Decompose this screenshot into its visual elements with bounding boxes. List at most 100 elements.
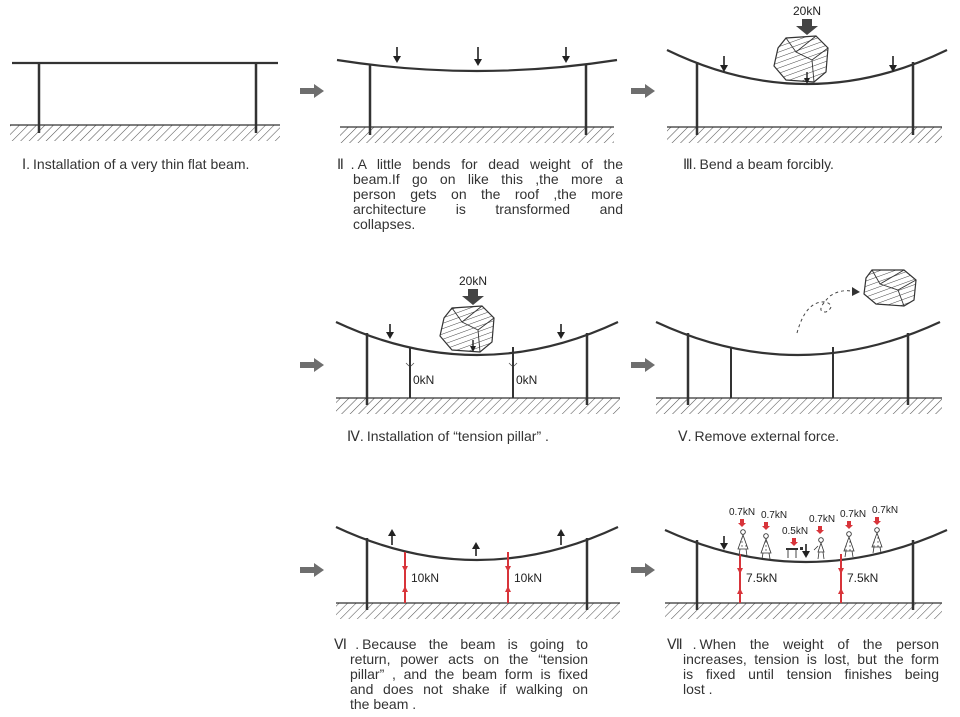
rock-load-arrow <box>796 19 818 35</box>
caption-step-5-num: Ⅴ. <box>678 428 692 444</box>
person-icon: 0.7kN <box>809 514 835 560</box>
rock-load-label: 20kN <box>793 4 821 18</box>
bend-arrow <box>557 324 565 339</box>
caption-step-7-line-3: is fixed until tension finishes being <box>683 666 939 682</box>
person-load-arrow <box>762 522 770 530</box>
caption-step-6: Ⅵ.Because the beam is going to return, p… <box>334 637 588 712</box>
caption-step-7: Ⅶ.When the weight of the person increase… <box>667 637 939 697</box>
caption-step-4: Ⅳ.Installation of “tension pillar” . <box>347 429 627 444</box>
step-arrow <box>300 358 324 372</box>
beam <box>655 321 941 357</box>
rock-icon <box>863 269 917 307</box>
caption-step-1-num: Ⅰ. <box>22 156 31 172</box>
beam <box>335 321 619 357</box>
caption-step-2-line-5: collapses. <box>353 216 416 232</box>
return-arrow <box>557 529 565 545</box>
beam <box>335 526 619 562</box>
caption-step-2: Ⅱ.A little bends for dead weight of the … <box>337 157 623 232</box>
caption-step-7-num: Ⅶ. <box>667 636 697 652</box>
panel-4-tension-pillar: 20kN 0kN 0kN <box>335 274 620 414</box>
caption-step-2-line-4: architecture is transformed and <box>353 201 623 217</box>
pillar-tick-marks <box>405 362 518 367</box>
panel-1-flat-beam <box>10 61 280 141</box>
caption-step-6-line-1: Ⅵ.Because the beam is going to <box>334 636 588 652</box>
caption-step-1-text: Installation of a very thin flat beam. <box>33 156 250 172</box>
person-load-arrow <box>816 526 824 534</box>
rock-contact-arrow <box>804 72 810 84</box>
person-icon: 0.7kN <box>760 510 787 560</box>
tension-arrows-right <box>838 568 844 594</box>
caption-step-5: Ⅴ.Remove external force. <box>678 429 938 444</box>
rock-icon <box>773 35 829 83</box>
caption-step-6-line-4: and does not shake if walking on <box>350 681 588 697</box>
caption-step-6-line-3: pillar” , and the beam form is fixed <box>350 666 588 682</box>
caption-step-7-line-4: lost . <box>683 681 713 697</box>
table-icon: 0.5kN <box>782 526 808 558</box>
rock-contact-arrow <box>470 340 476 352</box>
rock-removal-arrowhead <box>852 287 860 296</box>
step-arrow <box>631 563 655 577</box>
tension-arrows-left <box>402 566 408 592</box>
bend-arrow <box>889 56 897 72</box>
pillar-force-label-left: 7.5kN <box>746 571 777 585</box>
ground-hatch <box>336 398 620 414</box>
panel-7-people-load: 7.5kN 7.5kN 0.7kN 0.7kN 0.5kN <box>664 505 948 619</box>
ground-hatch <box>340 127 614 143</box>
dead-weight-arrow <box>393 47 401 63</box>
table-load-label: 0.5kN <box>782 526 808 537</box>
return-arrow <box>388 529 396 545</box>
bend-arrow <box>720 56 728 72</box>
caption-step-2-num: Ⅱ. <box>337 156 355 172</box>
person-load-label: 0.7kN <box>809 514 835 525</box>
panel-5-remove-force <box>655 269 942 414</box>
table-load-arrow <box>790 538 798 546</box>
panel-3-forced-bend: 20kN <box>666 4 948 143</box>
pillar-force-label-left: 0kN <box>413 373 434 387</box>
dead-weight-arrow <box>474 47 482 66</box>
caption-step-2-line-2: beam.If go on like this ,the more a <box>353 171 623 187</box>
caption-step-2-line-3: person gets on the roof ,the more <box>353 186 623 202</box>
caption-step-6-num: Ⅵ. <box>334 636 360 652</box>
ground-hatch <box>667 127 942 143</box>
step-arrow <box>631 84 655 98</box>
load-arrow <box>720 536 728 550</box>
person-icon: 0.7kN <box>840 509 866 558</box>
caption-step-7-line-2: increases, tension is lost, but the form <box>683 651 939 667</box>
ground-hatch <box>10 125 280 141</box>
person-load-arrow <box>738 519 746 527</box>
step-arrow <box>300 563 324 577</box>
caption-step-7-line-1: Ⅶ.When the weight of the person <box>667 636 939 652</box>
ground-hatch <box>665 603 942 619</box>
ground-hatch <box>656 398 942 414</box>
caption-step-2-line-1: Ⅱ.A little bends for dead weight of the <box>337 156 623 172</box>
pillar-force-label-right: 0kN <box>516 373 537 387</box>
person-load-label: 0.7kN <box>872 505 898 516</box>
person-load-arrow <box>873 517 881 525</box>
tension-arrows-left <box>737 568 743 594</box>
rock-load-label: 20kN <box>459 274 487 288</box>
caption-step-1: Ⅰ.Installation of a very thin flat beam. <box>22 157 302 172</box>
caption-step-4-num: Ⅳ. <box>347 428 364 444</box>
person-load-label: 0.7kN <box>761 510 787 521</box>
tension-arrows-right <box>505 566 511 592</box>
person-icon: 0.7kN <box>871 505 898 554</box>
step-arrow <box>631 358 655 372</box>
caption-step-3-text: Bend a beam forcibly. <box>699 156 834 172</box>
pillar-force-label-right: 10kN <box>514 571 542 585</box>
caption-step-4-text: Installation of “tension pillar” . <box>366 428 549 444</box>
load-arrow <box>802 544 810 558</box>
beam <box>664 528 948 564</box>
beam <box>336 58 618 73</box>
rock-icon <box>439 305 495 353</box>
pillar-force-label-right: 7.5kN <box>847 571 878 585</box>
pillar-force-label-left: 10kN <box>411 571 439 585</box>
caption-step-3: Ⅲ.Bend a beam forcibly. <box>683 157 943 172</box>
rock-removal-path <box>796 290 857 334</box>
rock-load-arrow <box>462 289 484 305</box>
person-icon: 0.7kN <box>729 507 755 557</box>
dead-weight-arrow <box>562 47 570 63</box>
panel-6-tension-acts: 10kN 10kN <box>335 526 620 619</box>
step-arrow <box>300 84 324 98</box>
caption-step-6-line-5: the beam . <box>350 696 417 712</box>
